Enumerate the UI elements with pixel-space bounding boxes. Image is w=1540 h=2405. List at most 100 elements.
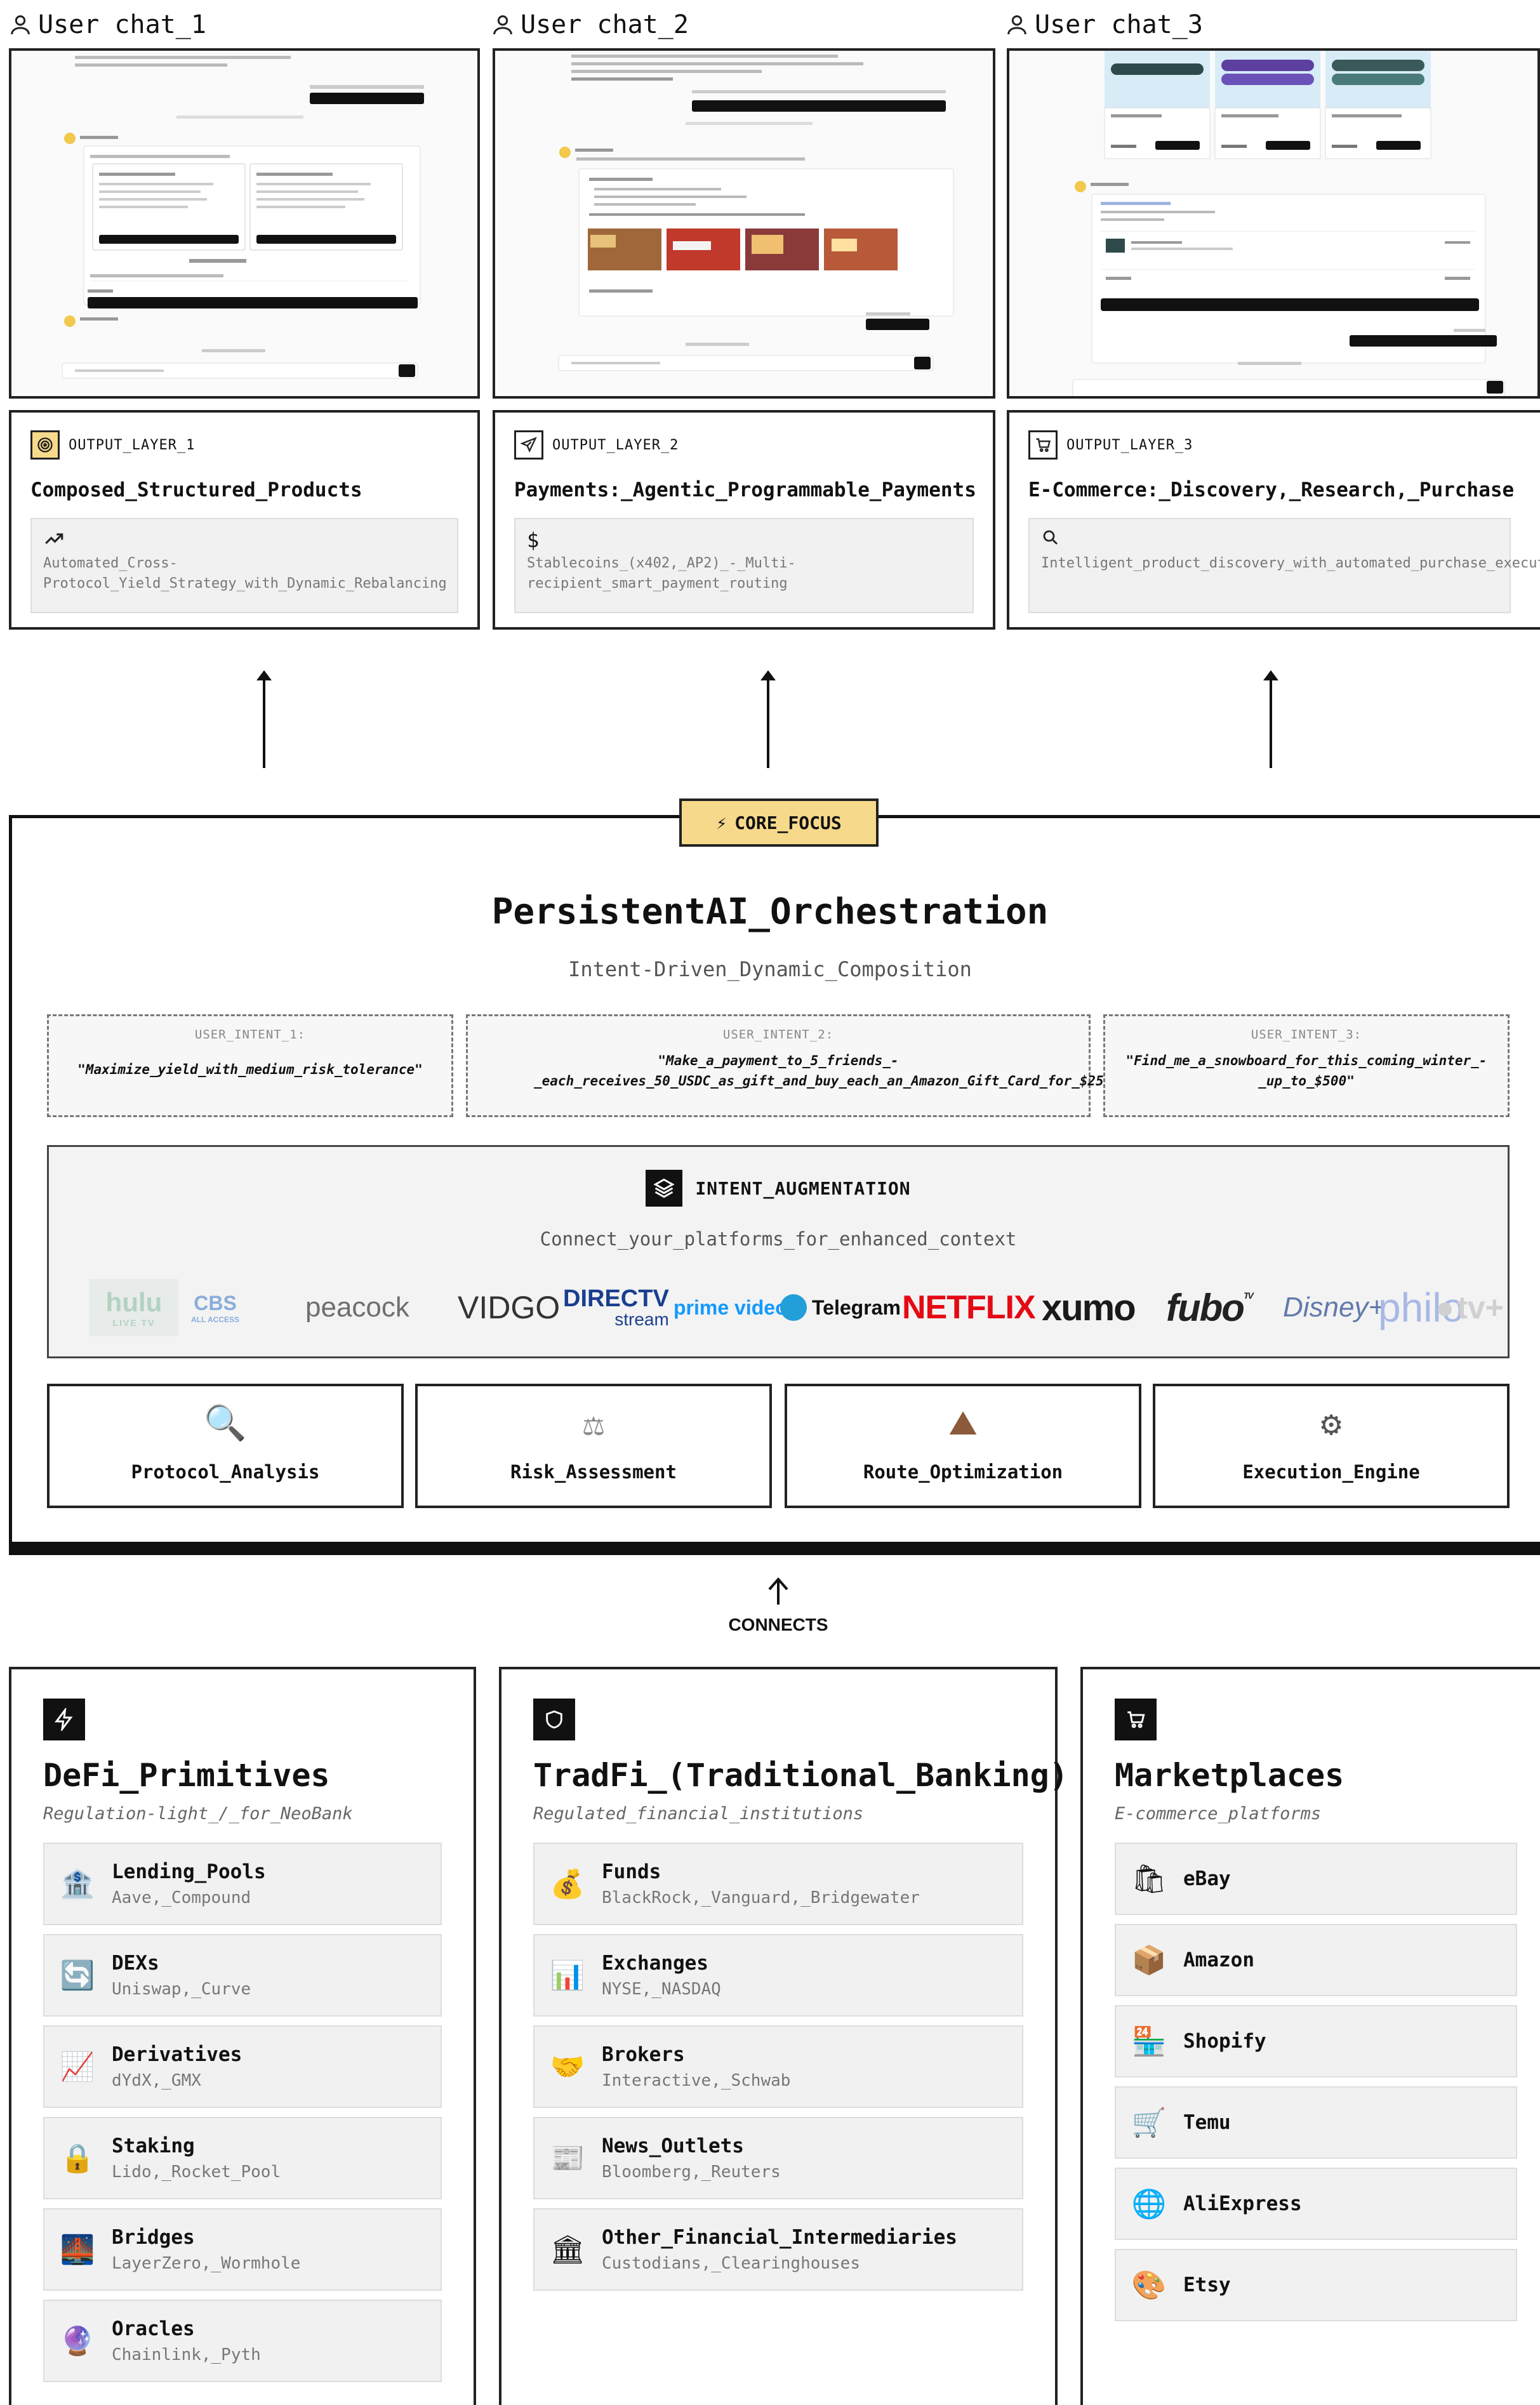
- cart-icon: 🛒: [1131, 2107, 1167, 2139]
- module-protocol-analysis[interactable]: 🔍 Protocol_Analysis: [47, 1384, 404, 1508]
- list-item[interactable]: 🎨 Etsy: [1115, 2249, 1517, 2321]
- philo-logo[interactable]: philo: [1378, 1285, 1464, 1330]
- intent-label: USER_INTENT_1:: [194, 1028, 306, 1042]
- crystal-ball-icon: 🔮: [60, 2325, 95, 2357]
- dollar-icon: $: [527, 528, 540, 552]
- item-name: Exchanges: [602, 1952, 708, 1975]
- item-desc: Interactive,_Schwab: [602, 2071, 791, 2090]
- list-item[interactable]: 🏪Shopify: [1115, 2005, 1517, 2077]
- list-item[interactable]: 🛒Temu: [1115, 2086, 1517, 2159]
- telegram-logo[interactable]: Telegram: [780, 1279, 901, 1336]
- target-icon: [30, 430, 60, 460]
- item-name: News_Outlets: [602, 2135, 744, 2157]
- lock-icon: 🔒: [60, 2142, 95, 2175]
- intent-augmentation-title: INTENT_AUGMENTATION: [695, 1177, 911, 1199]
- item-name: DEXs: [112, 1952, 159, 1975]
- shield-icon: [533, 1699, 575, 1740]
- output-layer-title: E-Commerce:_Discovery,_Research,_Purchas…: [1028, 479, 1515, 501]
- module-label: Protocol_Analysis: [131, 1461, 320, 1483]
- shopping-bags-icon: 🛍: [1131, 1863, 1167, 1895]
- list-item[interactable]: 🛍eBay: [1115, 1843, 1517, 1915]
- item-desc: BlackRock,_Vanguard,_Bridgewater: [602, 1888, 920, 1907]
- peacock-logo[interactable]: peacock: [305, 1292, 409, 1323]
- item-name: Derivatives: [112, 2043, 242, 2066]
- list-item[interactable]: 🌐 AliExpress: [1115, 2168, 1517, 2240]
- intent-text: "Make_a_payment_to_5_friends_-_each_rece…: [534, 1053, 1112, 1089]
- cbs-logo[interactable]: CBS ALL ACCESS: [191, 1291, 240, 1324]
- arrow-up-icon: [256, 670, 272, 768]
- disney-plus-logo[interactable]: Disney+: [1283, 1292, 1385, 1323]
- output-layer-description: Stablecoins_(x402,_AP2)_-_Multi-recipien…: [527, 555, 796, 592]
- cart-icon: [1028, 430, 1058, 460]
- bridge-icon: 🌉: [60, 2234, 95, 2266]
- intent-label: USER_INTENT_3:: [1251, 1028, 1362, 1042]
- item-name: AliExpress: [1183, 2192, 1302, 2215]
- hulu-logo[interactable]: hulu LIVE TV: [90, 1279, 178, 1336]
- item-name: Shopify: [1183, 2030, 1266, 2053]
- apple-tv-logo[interactable]: ●tv+: [1435, 1290, 1504, 1325]
- item-name: Oracles: [112, 2317, 195, 2340]
- output-layer-description: Intelligent_product_discovery_with_autom…: [1041, 555, 1540, 571]
- module-route-optimization[interactable]: ⛰ Route_Optimization: [785, 1384, 1141, 1508]
- globe-icon: 🌐: [1131, 2188, 1167, 2220]
- module-label: Execution_Engine: [1242, 1461, 1420, 1483]
- output-layer-label: OUTPUT_LAYER_2: [552, 437, 679, 453]
- intent-augmentation-header: INTENT_AUGMENTATION: [49, 1170, 1508, 1207]
- item-name: Etsy: [1183, 2274, 1231, 2296]
- column-subtitle: E-commerce_platforms: [1115, 1804, 1322, 1824]
- column-title: Marketplaces: [1115, 1757, 1344, 1794]
- prime-video-logo[interactable]: prime video: [674, 1295, 788, 1319]
- user-intent-3: USER_INTENT_3: "Find_me_a_snowboard_for_…: [1103, 1014, 1510, 1117]
- chat-header-3: User chat_3: [1004, 9, 1203, 41]
- output-layer-3-card: OUTPUT_LAYER_3 E-Commerce:_Discovery,_Re…: [1007, 410, 1540, 630]
- mountain-route-icon: ⛰: [948, 1403, 978, 1443]
- chat-label: User chat_2: [521, 10, 689, 39]
- column-subtitle: Regulated_financial_institutions: [533, 1804, 864, 1824]
- item-desc: Bloomberg,_Reuters: [602, 2163, 781, 2182]
- intent-augmentation-subtitle: Connect_your_platforms_for_enhanced_cont…: [540, 1228, 1017, 1250]
- vidgo-logo[interactable]: VIDGO: [458, 1290, 561, 1325]
- output-layer-title: Composed_Structured_Products: [30, 479, 362, 501]
- module-execution-engine[interactable]: ⚙ Execution_Engine: [1153, 1384, 1510, 1508]
- palette-icon: 🎨: [1131, 2269, 1167, 2302]
- layers-icon: [646, 1170, 683, 1207]
- chat-thumbnail: [1009, 51, 1537, 396]
- arrow-up-icon: [768, 1577, 788, 1605]
- module-risk-assessment[interactable]: ⚖ Risk_Assessment: [415, 1384, 772, 1508]
- output-layer-detail: Intelligent_product_discovery_with_autom…: [1028, 518, 1540, 613]
- package-icon: 📦: [1131, 1944, 1167, 1977]
- xumo-logo[interactable]: xumo: [1042, 1287, 1136, 1328]
- module-label: Route_Optimization: [863, 1461, 1063, 1483]
- marketplaces-column: Marketplaces E-commerce_platforms 🛍eBay …: [1080, 1667, 1540, 2405]
- output-layer-tag: OUTPUT_LAYER_3: [1028, 430, 1521, 460]
- core-focus-label: CORE_FOCUS: [734, 812, 842, 833]
- core-subtitle: Intent-Driven_Dynamic_Composition: [568, 957, 972, 981]
- arrow-up-icon: [1263, 670, 1278, 768]
- list-item[interactable]: 📦 Amazon: [1115, 1924, 1517, 1996]
- money-bag-icon: 💰: [550, 1868, 585, 1900]
- item-name: Amazon: [1183, 1949, 1254, 1971]
- output-layer-title: Payments:_Agentic_Programmable_Payments: [514, 479, 976, 501]
- column-title: TradFi_(Traditional_Banking): [533, 1757, 1068, 1794]
- arrow-up-icon: [760, 670, 776, 768]
- item-desc: Chainlink,_Pyth: [112, 2345, 261, 2364]
- output-layer-2-card: OUTPUT_LAYER_2 Payments:_Agentic_Program…: [493, 410, 995, 630]
- directv-logo[interactable]: DIRECTV stream: [563, 1285, 669, 1329]
- chat-screenshot-2: [493, 48, 995, 399]
- column-subtitle: Regulation-light_/_for_NeoBank: [43, 1804, 353, 1824]
- output-layer-tag: OUTPUT_LAYER_1: [30, 430, 458, 460]
- netflix-logo[interactable]: NETFLIX: [902, 1289, 1036, 1326]
